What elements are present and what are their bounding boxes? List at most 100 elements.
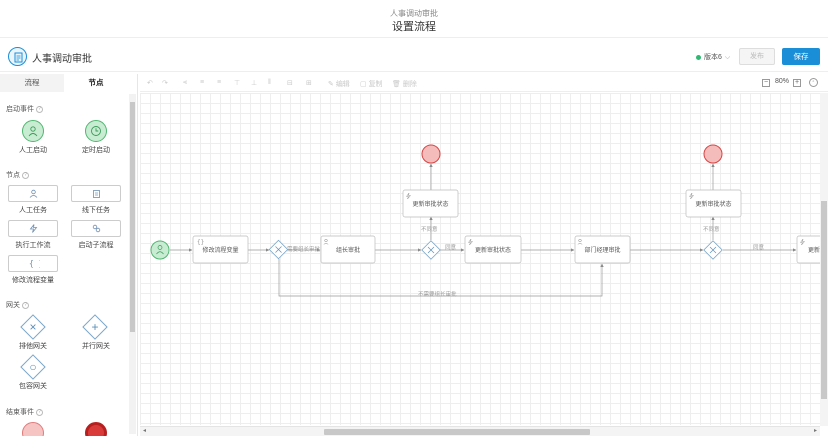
task-label: 更新审批状态	[695, 200, 731, 208]
modify-vars-label: 修改流程变量	[12, 277, 54, 284]
svg-text:{ }: { }	[29, 259, 40, 268]
circle-icon: ○	[29, 360, 37, 374]
clock-icon	[91, 126, 101, 136]
task-update-status	[464, 235, 522, 264]
section-label: 结束事件	[6, 409, 34, 416]
app-header: 人事调动审批 版本6⌵ 发布 保存	[0, 40, 828, 72]
align-center-icon[interactable]: ≡	[200, 79, 205, 86]
delete-button[interactable]: 🗑 删除	[392, 81, 417, 88]
scroll-right-icon[interactable]: ▸	[813, 428, 817, 434]
lightning-icon	[406, 192, 412, 200]
inclusive-gateway-item[interactable]: ○	[20, 354, 46, 380]
terminate-end-item[interactable]	[85, 422, 107, 436]
app-name: 人事调动审批	[32, 54, 92, 65]
edge-label: 不同意	[421, 225, 438, 233]
zoom-out-icon[interactable]: −	[762, 79, 770, 87]
end-event	[421, 144, 441, 164]
exclusive-gateway-item[interactable]: ×	[20, 314, 46, 340]
section-label: 网关	[6, 302, 20, 309]
task-modify-vars	[192, 235, 249, 264]
scroll-left-icon[interactable]: ◂	[143, 428, 147, 434]
user-icon	[29, 189, 38, 198]
plus-icon: +	[91, 320, 99, 334]
grid-icon[interactable]: ⊞	[306, 80, 312, 87]
save-button[interactable]: 保存	[782, 48, 820, 65]
lightning-icon	[468, 238, 474, 246]
lightning-icon	[689, 192, 695, 200]
exclusive-gateway	[268, 239, 289, 260]
zoom-in-icon[interactable]: +	[793, 79, 801, 87]
edge-label: 同意	[753, 243, 765, 251]
delete-label: 删除	[402, 81, 417, 88]
scrollbar-thumb[interactable]	[821, 201, 827, 399]
subprocess-item[interactable]	[71, 220, 121, 237]
braces-icon: {}	[197, 239, 204, 246]
zoom-level: 80%	[775, 78, 790, 85]
version-selector[interactable]: 版本6⌵	[696, 52, 730, 62]
user-icon	[323, 238, 329, 245]
lightning-icon	[29, 224, 38, 233]
parallel-gateway-item[interactable]: +	[82, 314, 108, 340]
edge-label: 不同意	[703, 225, 720, 233]
lightning-icon	[800, 238, 806, 246]
diagram-canvas[interactable]: 需要组长审批 不同意 同意 不同意 同意 不需要组长审批 {} 修改流程变量 组…	[140, 93, 820, 425]
task-dept-manager	[574, 235, 631, 264]
task-update-partial	[796, 235, 820, 264]
timer-start-item[interactable]	[85, 120, 107, 142]
palette-tabs: 流程 节点	[0, 74, 128, 92]
scrollbar-thumb[interactable]	[130, 102, 135, 332]
align-right-icon[interactable]: ≡	[217, 79, 222, 86]
tab-nodes[interactable]: 节点	[64, 74, 128, 92]
undo-icon[interactable]: ↶	[147, 80, 153, 87]
help-icon[interactable]: ?	[22, 171, 29, 179]
copy-label: 复制	[368, 81, 383, 88]
user-task-label: 人工任务	[19, 207, 47, 214]
manual-start-label: 人工启动	[19, 147, 47, 154]
distribute-h-icon[interactable]: ‖	[268, 79, 271, 86]
tab-process[interactable]: 流程	[0, 74, 64, 92]
user-icon	[156, 245, 164, 255]
help-icon[interactable]: ?	[36, 105, 43, 113]
scrollbar-thumb[interactable]	[324, 429, 590, 435]
form-icon	[8, 47, 27, 66]
end-event-item[interactable]	[22, 422, 44, 436]
user-task-item[interactable]	[8, 185, 58, 202]
task-label: 修改流程变量	[202, 246, 238, 254]
page-title: 设置流程	[392, 21, 436, 33]
redo-icon[interactable]: ↷	[162, 80, 168, 87]
chevron-down-icon: ⌵	[724, 54, 731, 61]
help-icon[interactable]: ?	[22, 301, 29, 309]
user-icon	[28, 126, 38, 137]
align-left-icon[interactable]: ⫷	[183, 79, 187, 86]
canvas-horizontal-scrollbar[interactable]: ◂ ▸	[140, 426, 820, 436]
offline-task-item[interactable]	[71, 185, 121, 202]
section-nodes: 节点?	[6, 170, 29, 180]
workflow-label: 执行工作流	[15, 242, 51, 249]
copy-button[interactable]: ▢ 复制	[360, 81, 383, 88]
palette-scrollbar[interactable]	[129, 94, 136, 434]
help-icon[interactable]: ?	[36, 408, 43, 416]
task-group-leader	[320, 235, 376, 264]
inclusive-gateway-label: 包容网关	[19, 383, 47, 390]
exclusive-gateway	[703, 240, 723, 260]
manual-start-item[interactable]	[22, 120, 44, 142]
subprocess-icon	[92, 224, 101, 233]
task-label: 部门经理审批	[584, 246, 620, 254]
timer-start-label: 定时启动	[82, 147, 110, 154]
process-diagram: 需要组长审批 不同意 同意 不同意 同意 不需要组长审批 {} 修改流程变量 组…	[150, 144, 820, 298]
edge	[278, 259, 604, 297]
publish-button[interactable]: 发布	[739, 48, 775, 65]
workflow-item[interactable]	[8, 220, 58, 237]
canvas-vertical-scrollbar[interactable]	[820, 93, 828, 426]
section-start-events: 启动事件?	[6, 104, 43, 114]
align-middle-icon[interactable]: ⊥	[251, 80, 258, 87]
distribute-v-icon[interactable]: ⊟	[287, 80, 293, 87]
align-top-icon[interactable]: ⊤	[234, 80, 241, 87]
modify-vars-item[interactable]: { }	[8, 255, 58, 272]
task-label: 更新	[808, 246, 820, 254]
offline-task-label: 线下任务	[82, 207, 110, 214]
user-icon	[577, 238, 583, 245]
fit-view-icon[interactable]: ◦	[809, 78, 818, 87]
edge-label: 不需要组长审批	[418, 290, 457, 298]
edit-button[interactable]: ✎ 编辑	[328, 81, 350, 88]
